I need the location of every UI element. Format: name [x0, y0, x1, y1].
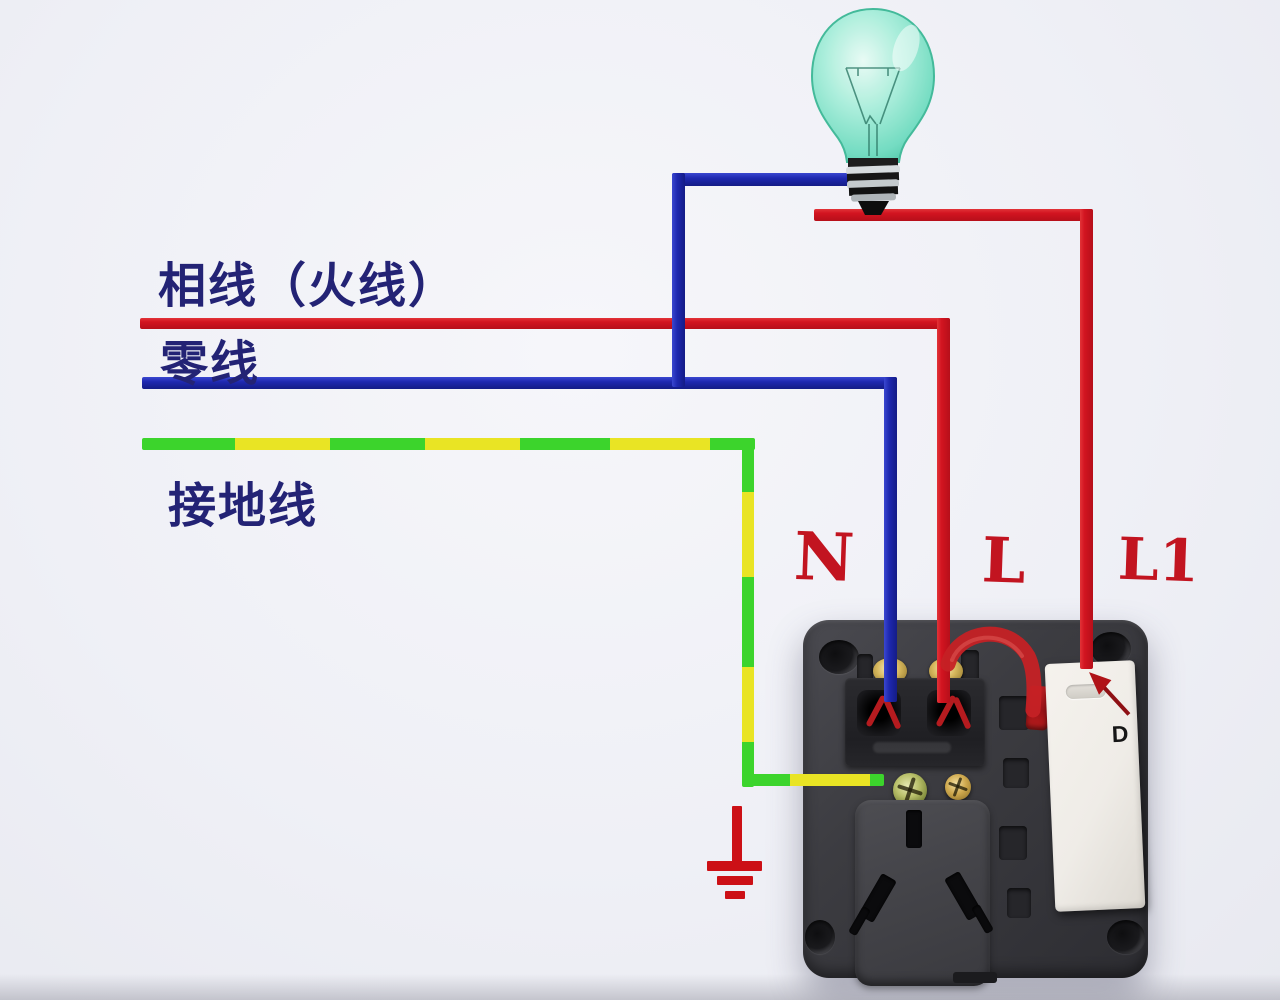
- bulb-screw-base: [845, 158, 901, 215]
- divider-slot-2: [1003, 758, 1029, 788]
- rocker-switch: D: [1044, 660, 1146, 912]
- bulb-filament: [845, 67, 901, 156]
- switch-mark-label: D: [1111, 720, 1129, 748]
- neutral-wire-vertical-N: [884, 377, 897, 702]
- neutral-wire-label: 零线: [160, 338, 261, 391]
- bottom-tab: [953, 972, 997, 983]
- bulb-highlight: [892, 24, 920, 72]
- socket-switch-device: D: [803, 620, 1148, 986]
- switch-pointer-arrow: [1089, 672, 1131, 716]
- terminal-block: [845, 678, 985, 766]
- phase-wire-label: 相线（火线）: [158, 260, 459, 313]
- ground-wire-horizontal: [142, 438, 755, 450]
- live-wire-vertical-L1: [1080, 209, 1093, 669]
- phase-wire-vertical-L: [937, 318, 950, 703]
- mount-hole-bottom-right: [1107, 920, 1145, 954]
- ground-wire-vertical: [742, 438, 754, 787]
- divider-slot-3: [999, 826, 1027, 860]
- light-bulb: [810, 7, 936, 215]
- socket-tick-right: [971, 903, 994, 935]
- ground-wire-label: 接地线: [168, 480, 319, 533]
- terminal-label-L: L: [980, 523, 1027, 598]
- ground-wire-bottom-horizontal: [742, 774, 884, 786]
- terminal-label-N: N: [792, 516, 856, 598]
- bulb-neutral-lead-horizontal: [672, 173, 852, 186]
- mount-hole-top-left: [819, 640, 859, 674]
- bulb-neutral-lead-vertical: [672, 173, 685, 387]
- divider-slot-1: [999, 696, 1029, 730]
- terminal-label-L1: L1: [1116, 524, 1201, 596]
- socket-face: [848, 800, 994, 986]
- socket-slot-earth: [906, 810, 922, 848]
- socket-tick-left: [848, 905, 871, 937]
- phase-wire-horizontal: [140, 318, 950, 329]
- red-jumper-wire: [940, 626, 1042, 718]
- live-screw: [945, 774, 971, 800]
- terminal-block-marking: [873, 742, 951, 753]
- neutral-wire-horizontal: [142, 377, 897, 389]
- divider-slot-4: [1007, 888, 1031, 918]
- bulb-live-lead-horizontal: [814, 209, 1093, 221]
- mount-hole-bottom-left: [805, 920, 835, 954]
